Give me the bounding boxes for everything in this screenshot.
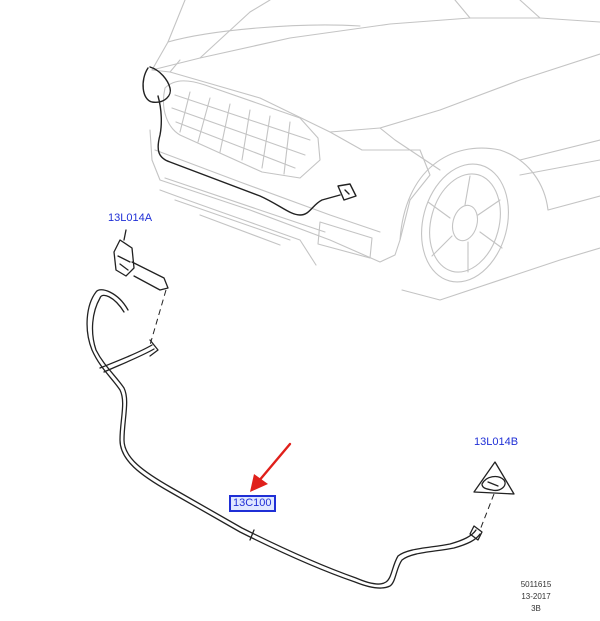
vehicle-outline [149,0,600,301]
left-nozzle-part [113,229,169,291]
highlight-arrow [250,442,292,492]
left-nozzle-leader [149,289,167,346]
reference-code: 3B [531,604,541,613]
callout-left-nozzle[interactable]: 13L014A [108,212,153,224]
right-nozzle-part [473,461,515,495]
right-nozzle-leader [479,493,495,531]
main-washer-hose [86,289,483,589]
reference-date: 13-2017 [521,592,551,601]
hose-on-vehicle [142,66,357,216]
callout-right-nozzle[interactable]: 13L014B [474,436,519,448]
callout-hose-selected[interactable]: 13C100 [229,495,276,512]
reference-number: 5011615 [520,580,552,589]
